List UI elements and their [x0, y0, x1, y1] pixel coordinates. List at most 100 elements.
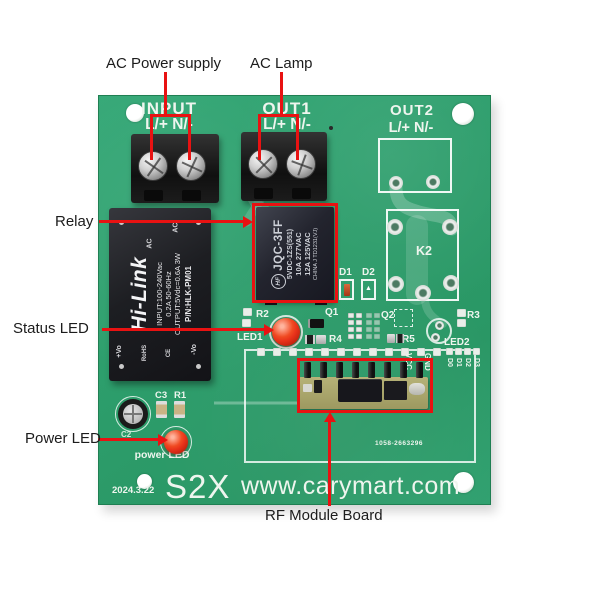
mounting-hole — [453, 472, 474, 493]
board-model: S2X — [165, 468, 231, 505]
out2-terminal-label: OUT2 — [389, 102, 434, 119]
through-hole — [426, 175, 440, 189]
solder-pad — [401, 348, 409, 356]
psu-pin-vminus: -Vo — [190, 344, 198, 355]
led1-label: LED1 — [237, 332, 263, 343]
header-footprint-grid — [348, 313, 362, 339]
led2-silkscreen-ring — [426, 318, 452, 344]
arrow-right-icon — [158, 434, 168, 446]
smd-footprint — [243, 308, 252, 316]
callout-line — [164, 72, 167, 116]
psu-output-spec: OUTPUT:5Vdc=0.6A 3W — [172, 253, 182, 335]
psu-input-spec-2: 0.2A 50-60Hz — [163, 271, 173, 317]
solder-pad — [473, 348, 480, 355]
header-pin — [304, 362, 311, 378]
smd-component — [387, 334, 395, 343]
psu-ce-mark: CE — [166, 348, 173, 358]
callout-line-power-led — [98, 438, 158, 441]
psu-input-spec: INPUT:100-240Vac — [154, 262, 164, 326]
smd-component — [316, 335, 326, 344]
solder-pad — [455, 348, 462, 355]
arrow-right-icon — [243, 216, 253, 228]
d1-label: D1 — [339, 267, 352, 278]
smd-component — [174, 401, 185, 418]
wire-slot — [254, 188, 273, 199]
q2-label: Q2 — [381, 310, 395, 321]
solder-pad — [305, 348, 313, 356]
screw-terminal — [248, 149, 278, 179]
smd-component — [305, 335, 315, 344]
board-serial-number: 1058-2663296 — [375, 440, 423, 447]
arrow-right-icon — [264, 324, 274, 336]
callout-ac-lamp: AC Lamp — [250, 55, 313, 72]
screw-terminal — [286, 149, 316, 179]
mounting-hole — [452, 103, 474, 125]
through-hole — [389, 176, 403, 190]
rf-ic-chip — [338, 379, 382, 402]
wire-slot — [182, 190, 201, 201]
screw-terminal — [176, 151, 206, 181]
c2-silkscreen-ring — [115, 396, 151, 432]
input-terminal-label: INPUT — [141, 99, 197, 118]
smd-component — [156, 401, 167, 418]
smd-component — [314, 380, 322, 393]
header-pin — [320, 362, 327, 378]
d2-label: D2 — [362, 267, 375, 278]
callout-line-relay — [99, 220, 243, 223]
r5-label: R5 — [402, 334, 415, 345]
electrolytic-capacitor-c2 — [118, 399, 148, 429]
d1-signal-label: D1 — [455, 358, 462, 367]
header-pin — [352, 362, 359, 378]
through-hole — [443, 275, 459, 291]
smd-footprint — [457, 319, 466, 327]
c3-label: C3 — [155, 390, 168, 401]
solder-pad — [464, 348, 471, 355]
callout-line — [258, 114, 261, 160]
out1-terminal-label: OUT1 — [262, 99, 312, 118]
rf-receiver-module — [299, 377, 428, 409]
r1-label: R1 — [174, 390, 187, 401]
board-dot — [329, 126, 333, 130]
wire-slot — [292, 188, 311, 199]
mounting-hole — [137, 474, 152, 489]
r3-label: R3 — [467, 310, 480, 321]
callout-line — [150, 114, 191, 117]
header-pin — [400, 362, 407, 378]
header-footprint-grid — [366, 313, 380, 339]
solder-pad — [337, 348, 345, 356]
led2-label: LED2 — [444, 337, 470, 348]
wire-slot — [144, 190, 163, 201]
screw-terminal — [138, 151, 168, 181]
status-led-led1 — [272, 318, 300, 346]
acdc-power-module: Hi-Link INPUT:100-240Vac 0.2A 50-60Hz OU… — [109, 208, 211, 381]
board-website: www.carymart.com — [241, 472, 461, 500]
out2-pin-labels: L/+ N/- — [388, 120, 434, 136]
through-hole — [431, 333, 440, 342]
solder-pad — [433, 348, 441, 356]
smd-component — [303, 384, 312, 392]
callout-line — [296, 114, 299, 160]
psu-pin-ac: AC — [172, 222, 180, 233]
diode-component — [344, 284, 350, 296]
psu-pin-dot — [196, 364, 201, 369]
relay-component: HF JQC-3FF 5VDC-1ZS(551) 10A 277VAC 12A … — [256, 207, 334, 301]
q2-footprint — [394, 309, 413, 327]
through-hole — [415, 285, 431, 301]
input-pin-labels: L/+ N/- — [145, 116, 193, 133]
callout-line — [188, 114, 191, 160]
solder-pad — [257, 348, 265, 356]
q1-label: Q1 — [325, 307, 339, 318]
transistor-q1 — [310, 319, 324, 328]
d0-signal-label: D0 — [446, 358, 453, 367]
r4-label: R4 — [329, 334, 342, 345]
header-pin — [368, 362, 375, 378]
smd-footprint — [242, 319, 251, 327]
relay-highlight-box — [252, 203, 338, 303]
through-hole — [435, 321, 444, 330]
rf-module-highlight-box — [297, 358, 433, 413]
solder-pad — [385, 348, 393, 356]
k2-label: K2 — [416, 244, 432, 258]
solder-pad — [446, 348, 453, 355]
crystal-oscillator — [409, 383, 425, 395]
